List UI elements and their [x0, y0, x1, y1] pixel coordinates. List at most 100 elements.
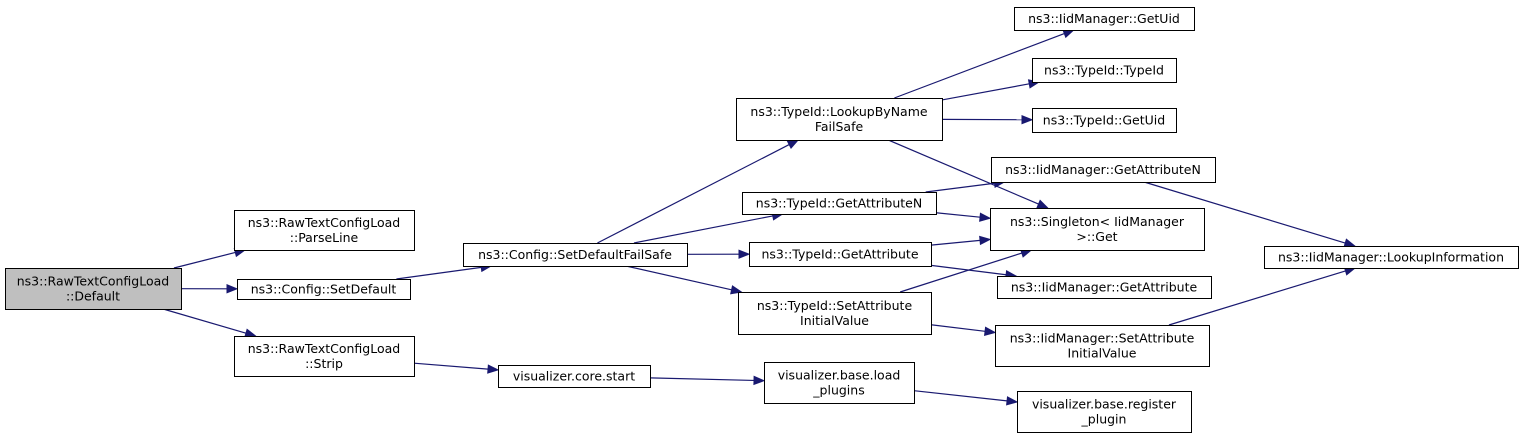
edge-line	[930, 324, 986, 332]
arrowhead-icon	[979, 212, 992, 222]
node-label: ns3::RawTextConfigLoad	[17, 274, 169, 289]
node-box	[498, 365, 651, 388]
node-label: ::Strip	[305, 356, 343, 371]
edge-line	[935, 212, 981, 218]
node-vis_base_register[interactable]: visualizer.base.register_plugin	[1017, 391, 1192, 433]
node-label: ::ParseLine	[290, 230, 359, 245]
node-box	[1032, 108, 1177, 133]
node-label: InitialValue	[1068, 346, 1137, 361]
node-box	[463, 243, 688, 267]
node-singleton_get[interactable]: ns3::Singleton< IidManager >::Get	[990, 208, 1205, 251]
edge-line	[1143, 181, 1346, 244]
node-label: ns3::IidManager::GetAttribute	[1011, 280, 1198, 295]
edge-line	[625, 265, 732, 291]
node-label: ns3::RawTextConfigLoad	[248, 341, 400, 356]
node-iid_getuid[interactable]: ns3::IidManager::GetUid	[1014, 7, 1195, 31]
node-box	[995, 325, 1210, 367]
node-config_setdefault[interactable]: ns3::Config::SetDefault	[237, 279, 411, 300]
edge-config_setdefaultfailsafe-to-typeid_lookupbyname	[597, 139, 800, 244]
node-box	[990, 208, 1205, 251]
edge-vis_base_load-to-vis_base_register	[913, 390, 1019, 406]
edge-typeid_lookupbyname-to-typeid_typeid	[941, 79, 1041, 101]
node-typeid_typeid[interactable]: ns3::TypeId::TypeId	[1032, 58, 1177, 83]
edge-line	[925, 182, 995, 193]
node-label: ns3::RawTextConfigLoad	[248, 215, 400, 230]
edge-typeid_setattrinit-to-iid_setattrinit	[930, 324, 997, 336]
node-label: ns3::IidManager::GetUid	[1028, 11, 1180, 26]
node-box	[1014, 7, 1195, 31]
node-label: visualizer.base.load	[778, 368, 901, 383]
arrowhead-icon	[244, 328, 257, 338]
node-label: ns3::TypeId::GetAttributeN	[756, 196, 922, 211]
edge-line	[597, 144, 790, 244]
edge-config_setdefaultfailsafe-to-typeid_getattributen	[633, 211, 784, 244]
node-label: ns3::TypeId::GetAttribute	[761, 247, 918, 262]
edge-line	[649, 377, 755, 382]
node-label: ns3::TypeId::LookupByName	[750, 104, 927, 119]
node-label: FailSafe	[815, 119, 864, 134]
node-label: _plugins	[812, 383, 864, 398]
edge-raw_default-to-config_setdefault	[180, 284, 239, 294]
edge-vis_core_start-to-vis_base_load	[649, 375, 766, 386]
edge-raw_strip-to-vis_core_start	[413, 362, 500, 374]
edge-line	[888, 139, 1039, 205]
arrowhead-icon	[487, 364, 500, 374]
node-box	[764, 362, 915, 404]
arrowhead-icon	[786, 139, 800, 150]
edge-line	[894, 32, 1065, 99]
node-label: _plugin	[1081, 412, 1127, 427]
node-box	[1017, 391, 1192, 433]
arrowhead-icon	[738, 249, 751, 259]
node-vis_base_load[interactable]: visualizer.base.load_plugins	[764, 362, 915, 404]
node-label: ns3::Config::SetDefault	[251, 282, 397, 297]
edge-raw_default-to-raw_strip	[162, 308, 257, 338]
edge-line	[173, 251, 236, 269]
arrowhead-icon	[226, 284, 239, 294]
node-label: ns3::TypeId::GetUid	[1043, 113, 1165, 128]
node-iid_setattrinit[interactable]: ns3::IidManager::SetAttributeInitialValu…	[995, 325, 1210, 367]
node-raw_parseline[interactable]: ns3::RawTextConfigLoad::ParseLine	[234, 210, 415, 251]
node-typeid_getuid[interactable]: ns3::TypeId::GetUid	[1032, 108, 1177, 133]
edge-typeid_lookupbyname-to-typeid_getuid	[941, 114, 1034, 125]
arrowhead-icon	[1006, 396, 1019, 406]
node-label: ns3::TypeId::TypeId	[1044, 63, 1164, 78]
node-box	[997, 276, 1212, 299]
node-raw_strip[interactable]: ns3::RawTextConfigLoad::Strip	[234, 336, 415, 377]
node-vis_core_start[interactable]: visualizer.core.start	[498, 365, 651, 388]
node-label: ns3::TypeId::SetAttribute	[757, 298, 913, 313]
edge-iid_getattributen-to-iid_lookupinfo	[1143, 181, 1357, 248]
node-iid_lookupinfo[interactable]: ns3::IidManager::LookupInformation	[1264, 246, 1519, 269]
node-box	[991, 157, 1216, 183]
node-box	[738, 292, 932, 335]
node-label: ns3::IidManager::GetAttributeN	[1005, 162, 1201, 177]
node-label: visualizer.core.start	[513, 369, 635, 384]
node-box	[749, 242, 932, 267]
node-label: ns3::IidManager::LookupInformation	[1278, 250, 1504, 265]
node-box	[234, 210, 415, 251]
edge-typeid_lookupbyname-to-singleton_get	[888, 139, 1049, 209]
edge-line	[930, 239, 981, 246]
node-label: ns3::Config::SetDefaultFailSafe	[478, 247, 672, 262]
node-typeid_getattribute[interactable]: ns3::TypeId::GetAttribute	[749, 242, 932, 267]
node-box	[237, 279, 411, 300]
node-box	[5, 268, 182, 310]
node-label: >::Get	[1076, 229, 1117, 244]
node-box	[742, 192, 937, 215]
node-label: ::Default	[66, 289, 120, 304]
edge-line	[941, 83, 1030, 101]
node-label: InitialValue	[800, 313, 869, 328]
node-box	[234, 336, 415, 377]
node-config_setdefaultfailsafe[interactable]: ns3::Config::SetDefaultFailSafe	[463, 243, 688, 267]
node-iid_getattribute[interactable]: ns3::IidManager::GetAttribute	[997, 276, 1212, 299]
call-nodes: ns3::RawTextConfigLoad::Defaultns3::RawT…	[5, 7, 1519, 433]
node-typeid_getattributen[interactable]: ns3::TypeId::GetAttributeN	[742, 192, 937, 215]
node-box	[736, 98, 943, 141]
edge-typeid_getattribute-to-singleton_get	[930, 235, 992, 246]
edge-line	[413, 362, 489, 370]
edge-config_setdefaultfailsafe-to-typeid_getattribute	[686, 249, 751, 259]
node-iid_getattributen[interactable]: ns3::IidManager::GetAttributeN	[991, 157, 1216, 183]
arrowhead-icon	[1021, 114, 1034, 125]
